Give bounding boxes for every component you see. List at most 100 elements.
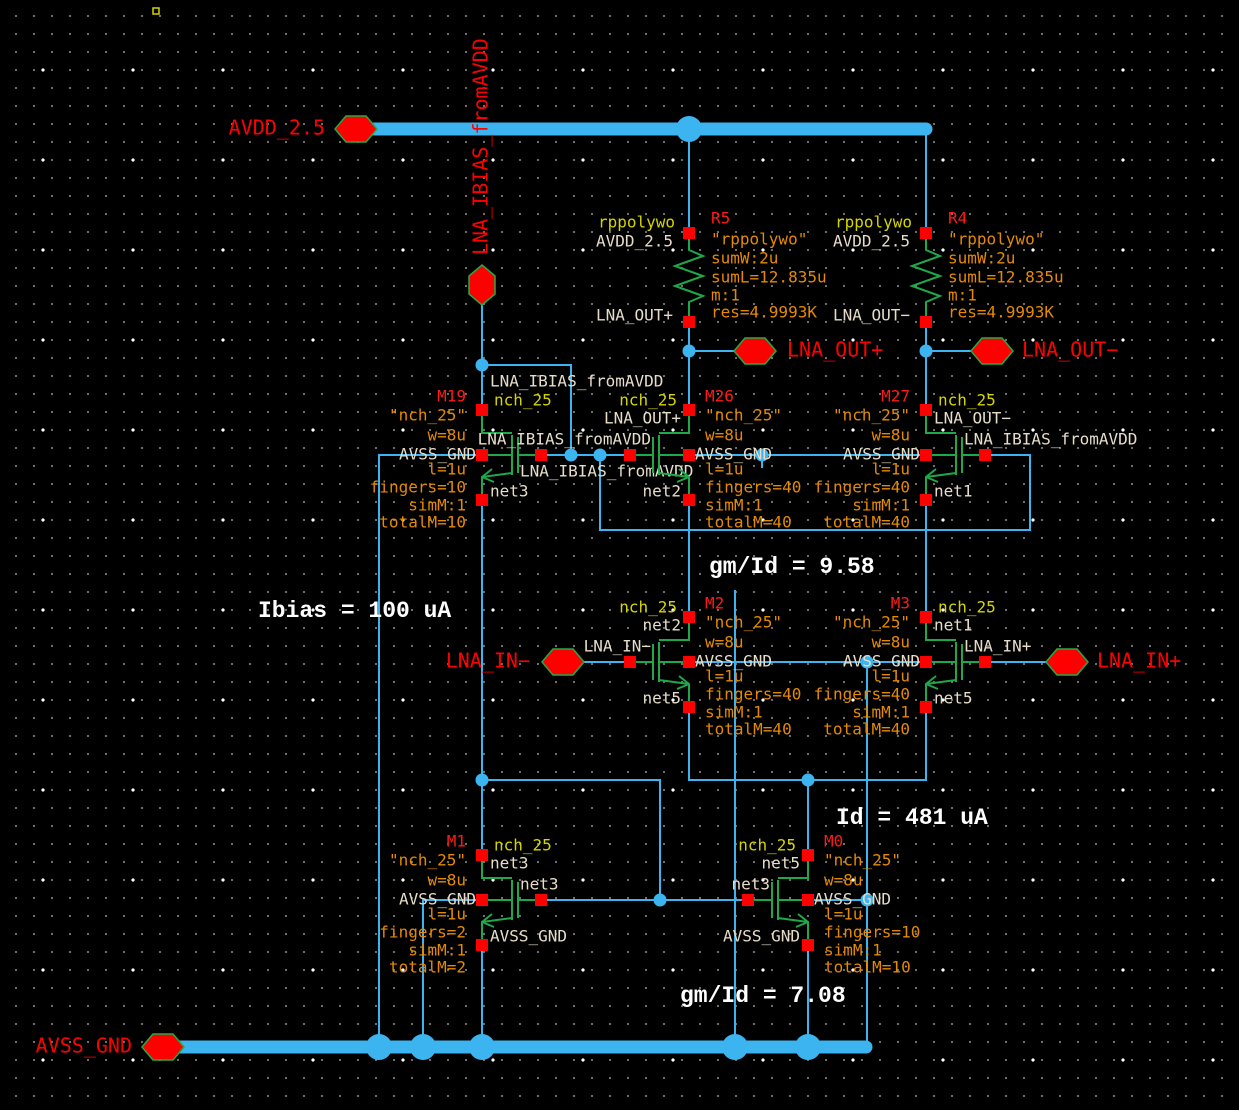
drain-terminal[interactable] [802,849,814,861]
bulk-terminal[interactable] [683,449,695,461]
parameter: simM:1 [824,941,882,960]
parameter: simM:1 [408,941,466,960]
pin-icon[interactable] [733,337,777,365]
instance-name: M26 [705,387,734,406]
gate-terminal[interactable] [979,449,991,461]
instance-name: R5 [711,209,730,228]
transistor-m26[interactable]: M26nch_25"nch_25"w=8ul=1ufingers=40simM:… [478,387,802,532]
origin-marker [152,7,160,15]
parameter: fingers=40 [705,685,801,704]
nmos-icon [481,861,541,939]
wire[interactable] [541,454,1031,531]
pin-label: LNA_OUT− [1022,338,1118,362]
instance-name: M0 [824,832,843,851]
bulk-terminal[interactable] [802,894,814,906]
wire[interactable] [688,500,927,1047]
bus-junction-dot [722,1034,748,1060]
instance-name: R4 [948,209,967,228]
junction-dots [366,116,933,1060]
drain-terminal[interactable] [683,404,695,416]
net-label: AVDD_2.5 [833,232,910,251]
gate-terminal[interactable] [742,894,754,906]
drain-terminal[interactable] [476,849,488,861]
pin-icon[interactable] [334,115,378,143]
gate-net-label: net3 [731,875,770,894]
bulk-terminal[interactable] [920,449,932,461]
annotations: gm/Id = 9.58 Ibias = 100 uA Id = 481 uA … [258,554,988,1009]
resistor-r4[interactable]: R4rppolywoAVDD_2.5LNA_OUT−"rppolywo"sumW… [833,209,1064,329]
parameter: "rppolywo" [711,230,807,249]
resistor-r5[interactable]: R5rppolywoAVDD_2.5LNA_OUT+"rppolywo"sumW… [596,209,827,329]
gate-terminal[interactable] [624,656,636,668]
source-terminal[interactable] [802,939,814,951]
source-terminal[interactable] [683,701,695,713]
parameter: w=8u [705,633,744,652]
pin-icon[interactable] [1045,648,1089,676]
parameter: l=1u [427,905,466,924]
gate-net-label: LNA_IBIAS_fromAVDD [520,462,693,481]
pin-icon[interactable] [970,337,1014,365]
pin-icon[interactable] [141,1033,185,1061]
drain-terminal[interactable] [683,611,695,623]
drain-terminal[interactable] [920,404,932,416]
resistor-terminal-minus[interactable] [920,316,932,328]
parameter: l=1u [427,460,466,479]
source-terminal[interactable] [683,494,695,506]
bulk-terminal[interactable] [476,894,488,906]
transistor-m2[interactable]: M2nch_25"nch_25"w=8ul=1ufingers=40simM:1… [584,594,802,739]
parameter: l=1u [871,667,910,686]
pin-icon[interactable] [541,648,585,676]
pin-icon[interactable] [468,264,496,306]
drain-terminal[interactable] [476,404,488,416]
source-terminal[interactable] [476,494,488,506]
gate-terminal[interactable] [979,656,991,668]
junction-dot [860,655,874,669]
bulk-terminal[interactable] [683,656,695,668]
bulk-terminal[interactable] [920,656,932,668]
wire[interactable] [580,661,1050,1047]
gate-terminal[interactable] [624,449,636,461]
drain-net-label: net5 [761,854,800,873]
pin-label: LNA_IN− [446,649,530,673]
parameter: fingers=2 [379,923,466,942]
parameter: fingers=40 [814,478,910,497]
gate-terminal[interactable] [535,894,547,906]
parameter: totalM=40 [823,720,910,739]
transistor-m0[interactable]: M0nch_25"nch_25"w=8ul=1ufingers=10simM:1… [723,832,920,977]
parameter: w=8u [427,426,466,445]
source-net-label: net5 [934,689,973,708]
source-terminal[interactable] [476,939,488,951]
bulk-net-label: AVSS_GND [843,652,920,671]
resistor-terminal-plus[interactable] [920,227,932,239]
devices: R5rppolywoAVDD_2.5LNA_OUT+"rppolywo"sumW… [370,209,1138,977]
gate-terminal[interactable] [535,449,547,461]
source-terminal[interactable] [920,701,932,713]
cell-name: rppolywo [598,213,675,232]
net-label: LNA_OUT+ [596,306,673,325]
parameter: simM:1 [408,496,466,515]
parameter: totalM=10 [824,958,911,977]
source-net-label: net2 [642,482,681,501]
resistor-terminal-minus[interactable] [683,316,695,328]
source-net-label: net1 [934,482,973,501]
source-terminal[interactable] [920,494,932,506]
junction-dot [801,773,815,787]
resistor-terminal-plus[interactable] [683,227,695,239]
wire[interactable] [378,300,572,1047]
parameter: fingers=40 [705,478,801,497]
parameter: w=8u [871,633,910,652]
instance-name: M2 [705,594,724,613]
drain-terminal[interactable] [920,611,932,623]
bulk-terminal[interactable] [476,449,488,461]
parameter: w=8u [824,871,863,890]
wire[interactable] [688,129,975,410]
drain-net-label: LNA_OUT+ [604,409,681,428]
wire[interactable] [422,500,867,1047]
resistor-icon [672,239,706,316]
